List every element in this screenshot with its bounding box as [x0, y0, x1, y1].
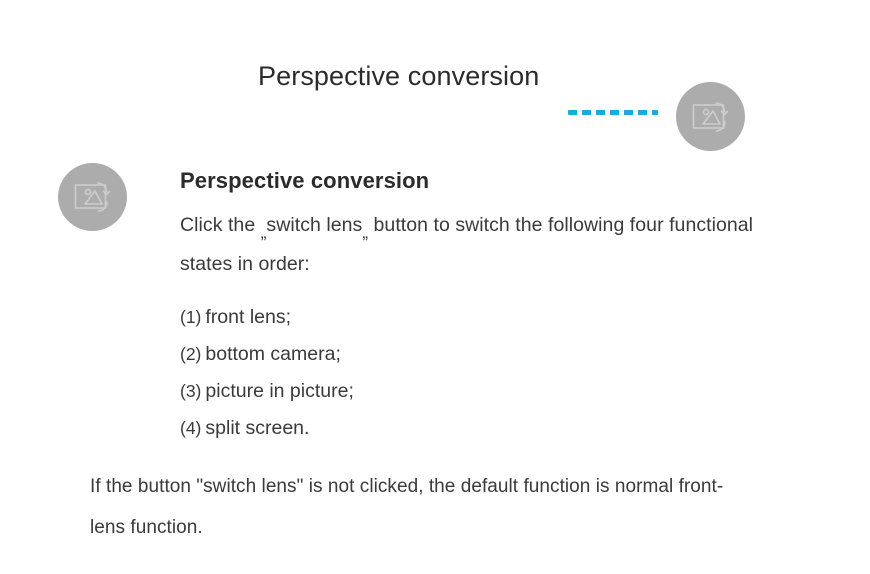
switch-lens-glyph — [74, 182, 110, 212]
list-item-label: split screen. — [205, 417, 310, 439]
list-item: (3)picture in picture; — [180, 373, 610, 410]
intro-button-name: switch lens — [266, 214, 363, 236]
footer-note: If the button "switch lens" is not click… — [90, 476, 724, 538]
quote-open-glyph: „ — [260, 223, 267, 242]
header-row: Perspective conversion — [0, 41, 870, 151]
list-item: (1)front lens; — [180, 299, 610, 336]
intro-suffix-text: button to switch the following four func… — [180, 214, 754, 275]
list-item: (2)bottom camera; — [180, 336, 610, 373]
functional-states-list: (1)front lens; (2)bottom camera; (3)pict… — [180, 299, 610, 447]
section-heading: Perspective conversion — [180, 168, 430, 193]
list-item-number: (2) — [180, 344, 202, 364]
dashed-connector-line — [568, 110, 658, 115]
switch-lens-icon[interactable] — [676, 82, 745, 151]
section-intro-paragraph: Click the „switch lens„ button to switch… — [180, 206, 760, 283]
switch-lens-icon[interactable] — [58, 163, 127, 231]
list-item-label: bottom camera; — [205, 343, 341, 365]
list-item-number: (4) — [180, 418, 202, 438]
switch-lens-glyph — [692, 101, 728, 132]
section-body: Perspective conversion Click the „switch… — [180, 166, 780, 283]
list-item: (4)split screen. — [180, 410, 610, 447]
quote-close-glyph: „ — [362, 223, 369, 242]
list-item-number: (3) — [180, 381, 202, 401]
list-item-label: picture in picture; — [205, 380, 354, 402]
list-item-label: front lens; — [205, 306, 292, 328]
page-title: Perspective conversion — [258, 60, 540, 91]
intro-prefix-text: Click the — [180, 214, 261, 236]
list-item-number: (1) — [180, 307, 202, 327]
